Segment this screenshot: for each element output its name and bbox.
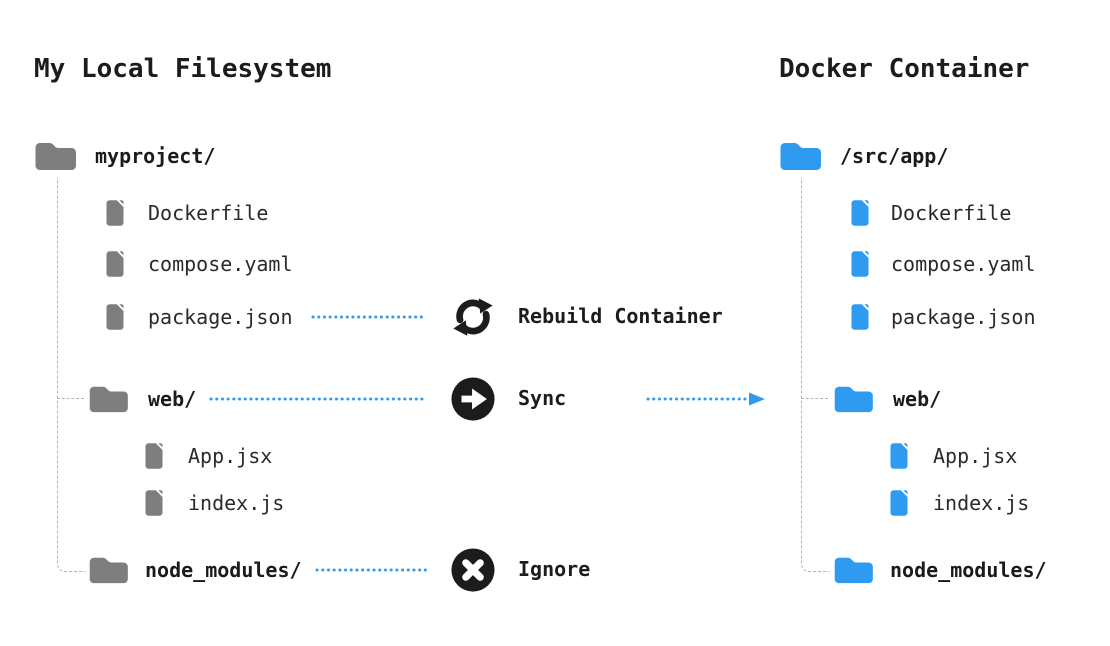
tree-item-label: index.js: [188, 491, 285, 515]
tree-item-dockerfile-container: Dockerfile: [849, 199, 1011, 227]
ignore-x-circle-icon: [451, 548, 495, 592]
tree-item-label: App.jsx: [933, 444, 1018, 468]
folder-icon: [834, 386, 873, 413]
file-icon: [106, 304, 124, 330]
tree-item-compose-container: compose.yaml: [849, 250, 1036, 278]
file-icon: [145, 490, 163, 516]
file-icon: [851, 251, 869, 277]
sync-arrow-circle-icon: [451, 377, 495, 421]
tree-item-package-local: package.json: [104, 303, 293, 331]
tree-item-label: /src/app/: [840, 144, 949, 168]
dotted-connector-web-sync: [209, 397, 429, 401]
tree-item-nodemodules-local: node_modules/: [88, 554, 302, 586]
tree-item-label: node_modules/: [890, 558, 1047, 582]
rebuild-arrows-icon: [453, 298, 493, 336]
tree-item-label: Dockerfile: [891, 201, 1012, 225]
tree-item-label: index.js: [933, 491, 1030, 515]
rebuild-label: Rebuild Container: [518, 304, 723, 328]
file-icon: [890, 490, 908, 516]
tree-item-web-local: web/: [88, 383, 196, 415]
folder-icon: [89, 386, 128, 413]
sync-label: Sync: [518, 386, 567, 410]
tree-item-label: App.jsx: [188, 444, 273, 468]
tree-item-package-container: package.json: [849, 303, 1036, 331]
tree-item-appjsx-local: App.jsx: [143, 442, 272, 470]
tree-item-compose-local: compose.yaml: [104, 250, 293, 278]
tree-item-srcapp-container: /src/app/: [778, 139, 948, 173]
docker-container-title: Docker Container: [779, 54, 1030, 84]
tree-item-myproject: myproject/: [33, 139, 215, 173]
tree-item-dockerfile-local: Dockerfile: [104, 199, 268, 227]
dotted-connector-nodemodules-ignore: [315, 568, 429, 572]
tree-item-web-container: web/: [833, 383, 941, 415]
tree-item-label: compose.yaml: [148, 252, 293, 276]
file-icon: [145, 443, 163, 469]
file-icon: [851, 200, 869, 226]
tree-connector-left-web-stub: [57, 398, 84, 399]
tree-item-indexjs-container: index.js: [888, 489, 1029, 517]
file-icon: [106, 200, 124, 226]
tree-item-label: web/: [893, 387, 942, 411]
file-icon: [851, 304, 869, 330]
tree-item-appjsx-container: App.jsx: [888, 442, 1017, 470]
folder-icon: [834, 557, 873, 584]
file-icon: [890, 443, 908, 469]
tree-item-indexjs-local: index.js: [143, 489, 284, 517]
tree-connector-left: [57, 178, 85, 572]
tree-item-label: web/: [148, 387, 197, 411]
tree-item-label: package.json: [891, 305, 1036, 329]
tree-item-label: compose.yaml: [891, 252, 1036, 276]
folder-icon: [780, 143, 821, 170]
ignore-label: Ignore: [518, 557, 591, 581]
sync-flow-arrow: [646, 392, 765, 406]
folder-icon: [89, 557, 128, 584]
tree-item-label: package.json: [148, 305, 293, 329]
tree-item-label: node_modules/: [145, 558, 302, 582]
tree-item-nodemodules-container: node_modules/: [833, 554, 1047, 586]
file-icon: [106, 251, 124, 277]
tree-connector-right-web-stub: [801, 398, 828, 399]
tree-connector-right: [801, 178, 829, 572]
tree-item-label: myproject/: [95, 144, 216, 168]
folder-icon: [35, 143, 76, 170]
tree-item-label: Dockerfile: [148, 201, 269, 225]
local-filesystem-title: My Local Filesystem: [34, 54, 332, 84]
dotted-connector-package-rebuild: [311, 315, 427, 319]
